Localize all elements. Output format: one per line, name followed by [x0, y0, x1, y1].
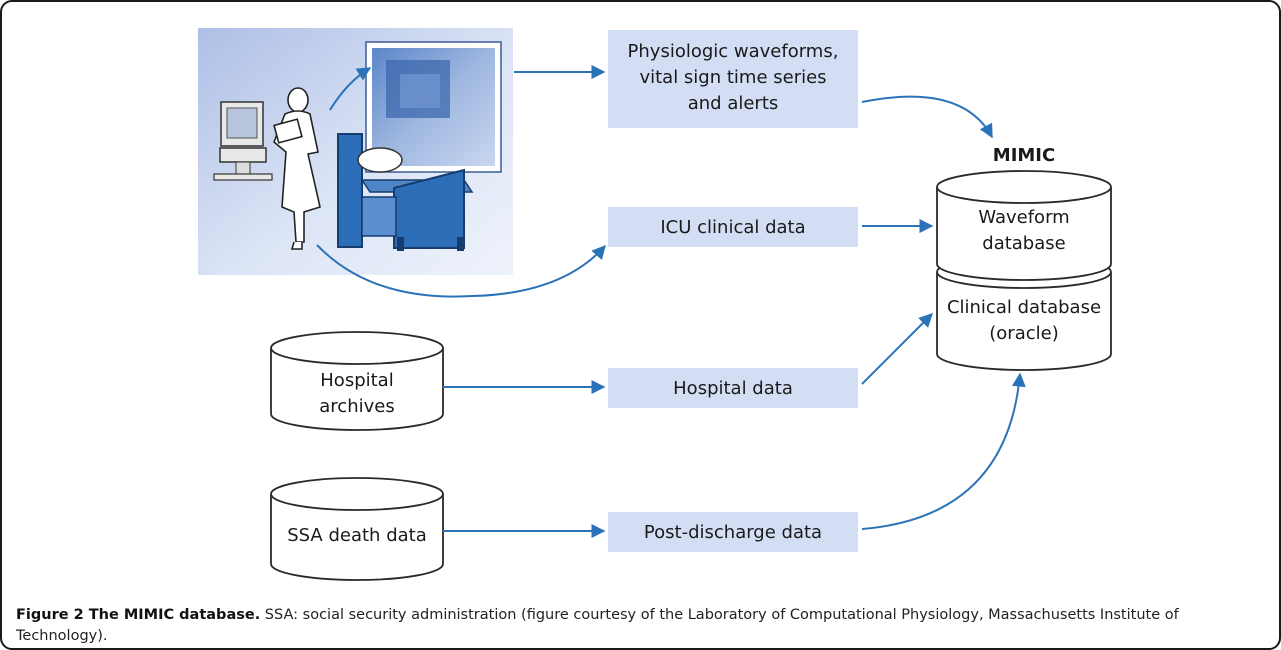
arrow-nurse-to-monitor: [329, 67, 372, 111]
clinical-database-line-1: Clinical database: [947, 297, 1101, 318]
icu-clinical-data-label: ICU clinical data: [660, 217, 805, 238]
arrow-hospital-data-to-mimic: [861, 313, 933, 385]
mimic-title: MIMIC: [993, 145, 1055, 166]
figure-caption: Figure 2 The MIMIC database. SSA: social…: [16, 605, 1266, 647]
flow-arrows: [316, 65, 1026, 538]
ssa-death-data-label: SSA death data: [287, 525, 426, 546]
icu-scene-illustration: [198, 28, 513, 275]
hospital-archives-line-2: archives: [319, 396, 394, 417]
wall-monitor-icon: [365, 41, 502, 173]
waveform-database-line-1: Waveform: [978, 207, 1069, 228]
clinical-database-line-2: (oracle): [989, 323, 1058, 344]
bed-icon: [337, 133, 474, 251]
physiologic-line-3: and alerts: [688, 93, 779, 114]
mimic-diagram: Physiologic waveforms, vital sign time s…: [198, 28, 1112, 581]
mimic-database: MIMIC Clinical database (oracle) Wavefor…: [936, 145, 1112, 371]
arrow-scene-to-icu: [316, 244, 606, 298]
hospital-data-label: Hospital data: [673, 378, 793, 399]
hospital-archives-line-1: Hospital: [320, 370, 393, 391]
hospital-archives-cylinder: Hospital archives: [270, 331, 444, 431]
icu-clinical-data-box: ICU clinical data: [608, 207, 858, 247]
waveform-database-line-2: database: [982, 233, 1065, 254]
caption-text: SSA: social security administration (fig…: [16, 607, 1179, 644]
waveform-database-cylinder: Waveform database: [936, 170, 1112, 281]
physiologic-waveforms-box: Physiologic waveforms, vital sign time s…: [608, 30, 858, 128]
hospital-data-box: Hospital data: [608, 368, 858, 408]
ssa-death-data-cylinder: SSA death data: [270, 477, 444, 581]
post-discharge-data-box: Post-discharge data: [608, 512, 858, 552]
computer-terminal-icon: [213, 101, 273, 181]
post-discharge-data-label: Post-discharge data: [644, 522, 822, 543]
arrow-post-discharge-to-mimic: [861, 372, 1026, 530]
physiologic-line-2: vital sign time series: [639, 67, 826, 88]
physiologic-line-1: Physiologic waveforms,: [628, 41, 839, 62]
caption-title: Figure 2 The MIMIC database.: [16, 607, 261, 623]
arrow-physiologic-to-mimic: [861, 95, 993, 139]
clinician-figure-icon: [273, 87, 321, 250]
